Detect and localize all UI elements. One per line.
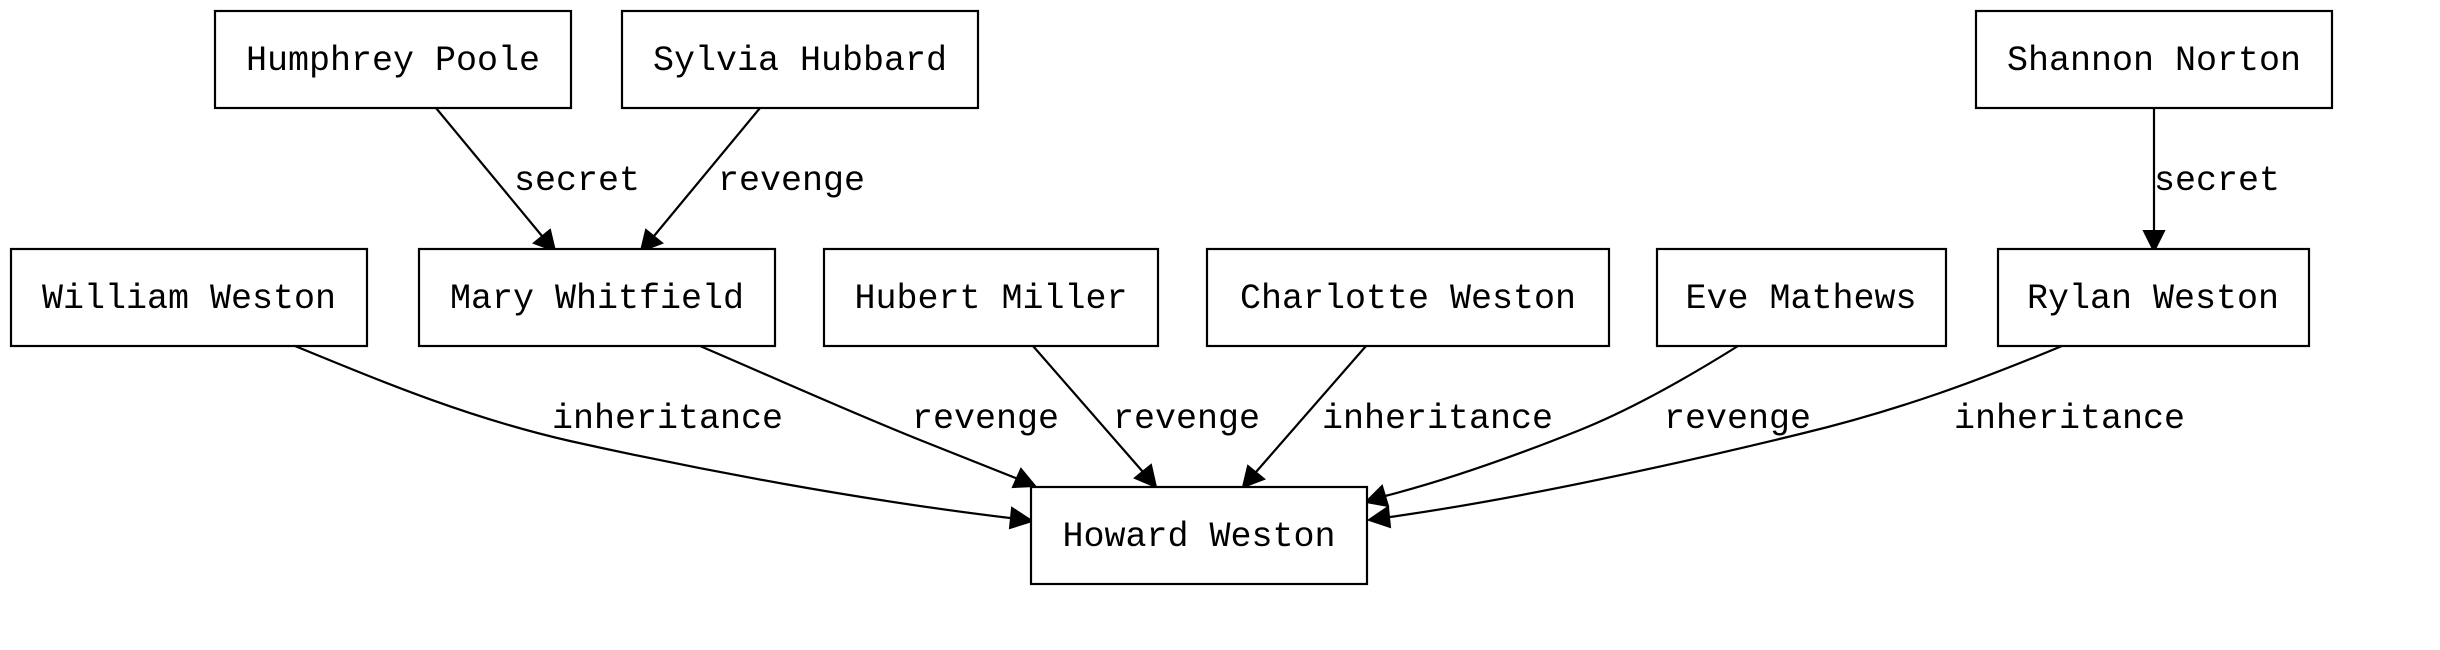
edge-label: revenge	[718, 161, 865, 201]
node-hubert-miller: Hubert Miller	[822, 247, 1160, 348]
node-howard-weston: Howard Weston	[1029, 485, 1369, 586]
edge-label: secret	[514, 161, 640, 201]
edge-eve-to-howard: revenge	[1363, 345, 1811, 508]
node-sylvia-hubbard: Sylvia Hubbard	[620, 9, 980, 110]
edge-label: inheritance	[1322, 399, 1553, 439]
edge-label: secret	[2154, 161, 2280, 201]
node-label: William Weston	[42, 279, 336, 319]
node-label: Shannon Norton	[2007, 41, 2301, 81]
node-shannon-norton: Shannon Norton	[1974, 9, 2334, 110]
edge-shannon-to-rylan: secret	[2142, 108, 2280, 254]
node-label: Eve Mathews	[1685, 279, 1916, 319]
node-mary-whitfield: Mary Whitfield	[417, 247, 777, 348]
node-label: Rylan Weston	[2027, 279, 2279, 319]
node-label: Sylvia Hubbard	[653, 41, 947, 81]
edge-charlotte-to-howard: inheritance	[1241, 345, 1553, 489]
edge-rylan-to-howard: inheritance	[1366, 344, 2185, 529]
edge-william-to-howard: inheritance	[294, 344, 1035, 530]
edge-label: inheritance	[1954, 399, 2185, 439]
node-label: Hubert Miller	[854, 279, 1127, 319]
node-label: Howard Weston	[1062, 517, 1335, 557]
node-charlotte-weston: Charlotte Weston	[1205, 247, 1611, 348]
node-eve-mathews: Eve Mathews	[1655, 247, 1948, 348]
edge-label: inheritance	[552, 399, 783, 439]
node-rylan-weston: Rylan Weston	[1996, 247, 2311, 348]
edge-label: revenge	[1113, 399, 1260, 439]
node-label: Mary Whitfield	[450, 279, 744, 319]
edge-mary-to-howard: revenge	[699, 344, 1059, 489]
edge-sylvia-to-mary: revenge	[639, 107, 865, 253]
node-humphrey-poole: Humphrey Poole	[213, 9, 573, 110]
edge-label: revenge	[912, 399, 1059, 439]
node-label: Charlotte Weston	[1240, 279, 1576, 319]
edge-hubert-to-howard: revenge	[1032, 345, 1260, 489]
node-label: Humphrey Poole	[246, 41, 540, 81]
edge-humphrey-to-mary: secret	[435, 107, 640, 253]
node-william-weston: William Weston	[9, 247, 369, 348]
edge-label: revenge	[1664, 399, 1811, 439]
